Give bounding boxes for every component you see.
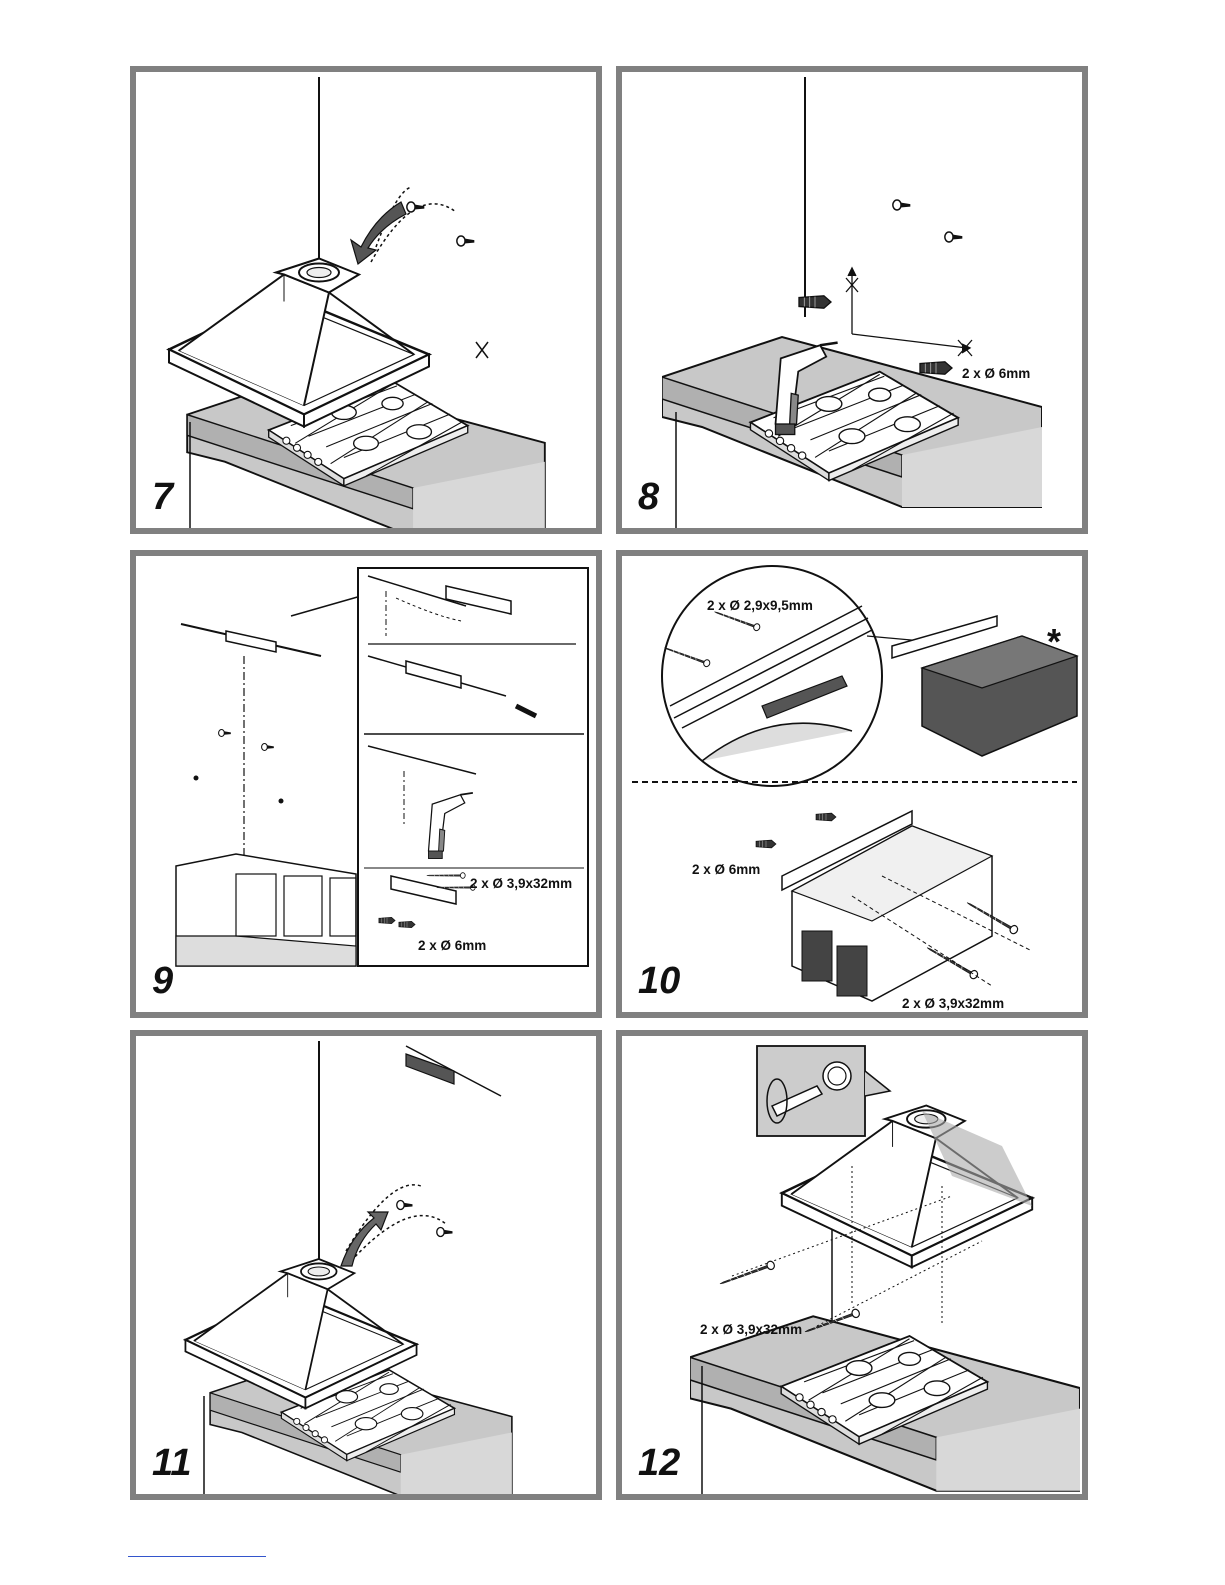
plug-size-label: 2 x Ø 6mm — [962, 366, 1030, 381]
plug-size-label: 2 x Ø 6mm — [418, 938, 486, 953]
step-11-illustration — [136, 1036, 596, 1494]
step-number: 8 — [638, 478, 659, 516]
step-7-illustration — [136, 72, 596, 528]
step-9-illustration: 2 x Ø 3,9x32mm 2 x Ø 6mm — [136, 556, 596, 1012]
screw-size-label: 2 x Ø 3,9x32mm — [470, 876, 572, 891]
step-12-panel: 2 x Ø 3,9x32mm 12 — [616, 1030, 1088, 1500]
screw-size-label: 2 x Ø 3,9x32mm — [700, 1322, 802, 1337]
step-12-illustration: 2 x Ø 3,9x32mm — [622, 1036, 1082, 1494]
step-9-panel: 2 x Ø 3,9x32mm 2 x Ø 6mm 9 — [130, 550, 602, 1018]
step-number: 11 — [152, 1444, 191, 1482]
footer-rule — [128, 1556, 266, 1557]
step-10-panel: 2 x Ø 2,9x9,5mm * 2 x Ø 6mm 2 x Ø 3,9x32… — [616, 550, 1088, 1018]
step-11-panel: 11 — [130, 1030, 602, 1500]
asterisk-mark: * — [1047, 621, 1061, 662]
step-number: 9 — [152, 962, 173, 1000]
screw-size-label: 2 x Ø 3,9x32mm — [902, 996, 1004, 1011]
small-screw-size-label: 2 x Ø 2,9x9,5mm — [707, 598, 813, 613]
step-10-illustration: 2 x Ø 2,9x9,5mm * 2 x Ø 6mm 2 x Ø 3,9x32… — [622, 556, 1082, 1012]
step-8-illustration: 2 x Ø 6mm — [622, 72, 1082, 528]
step-number: 12 — [638, 1444, 680, 1482]
plug-size-label: 2 x Ø 6mm — [692, 862, 760, 877]
step-7-panel: 7 — [130, 66, 602, 534]
step-number: 10 — [638, 962, 680, 1000]
step-8-panel: 2 x Ø 6mm 8 — [616, 66, 1088, 534]
step-number: 7 — [152, 478, 173, 516]
